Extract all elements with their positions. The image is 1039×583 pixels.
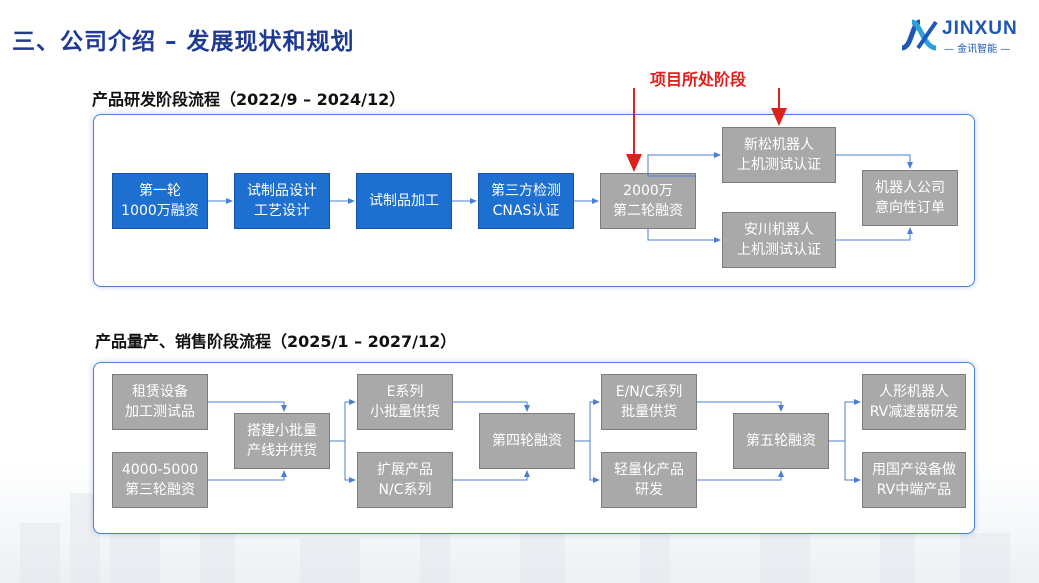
stage1-step-second-round: 2000万 第二轮融资	[600, 173, 696, 229]
logo-text: JINXUN	[942, 18, 1018, 39]
stage2-title: 产品量产、销售阶段流程（2025/1 – 2027/12）	[95, 332, 457, 351]
stage1-step-prototype-design: 试制品设计 工艺设计	[234, 173, 330, 229]
stage1-step-first-round: 第一轮 1000万融资	[112, 173, 208, 229]
stage2-step-third-round: 4000-5000 第三轮融资	[112, 452, 208, 508]
stage2-step-fourth-round: 第四轮融资	[479, 413, 575, 469]
page-title: 三、公司介绍 – 发展现状和规划	[12, 29, 355, 55]
stage2-step-fifth-round: 第五轮融资	[733, 413, 829, 469]
stage2-step-humanoid-rv: 人形机器人 RV减速器研发	[862, 374, 966, 430]
stage2-step-lease-equipment: 租赁设备 加工测试品	[112, 374, 208, 430]
stage1-step-prototype-machining: 试制品加工	[356, 173, 452, 229]
company-logo: JINXUN — 金讯智能 —	[898, 18, 1022, 55]
stage2-step-domestic-rv: 用国产设备做 RV中端产品	[862, 452, 966, 508]
stage1-step-intent-orders: 机器人公司 意向性订单	[862, 170, 958, 226]
stage2-step-lightweight-rd: 轻量化产品 研发	[601, 452, 697, 508]
stage2-step-e-series-supply: E系列 小批量供货	[357, 374, 453, 430]
logo-subtitle: — 金讯智能 —	[944, 44, 1011, 55]
stage1-step-yaskawa-test: 安川机器人 上机测试认证	[722, 212, 836, 268]
stage2-step-batch-supply: E/N/C系列 批量供货	[601, 374, 697, 430]
logo-mark-icon	[901, 19, 938, 51]
stage2-step-small-batch-line: 搭建小批量 产线并供货	[234, 413, 330, 469]
stage1-title: 产品研发阶段流程（2022/9 – 2024/12）	[92, 90, 406, 109]
stage1-step-third-party-test: 第三方检测 CNAS认证	[478, 173, 574, 229]
current-stage-marker: 项目所处阶段	[650, 70, 747, 89]
stage1-step-siasun-test: 新松机器人 上机测试认证	[722, 127, 836, 183]
stage2-step-nc-series: 扩展产品 N/C系列	[357, 452, 453, 508]
